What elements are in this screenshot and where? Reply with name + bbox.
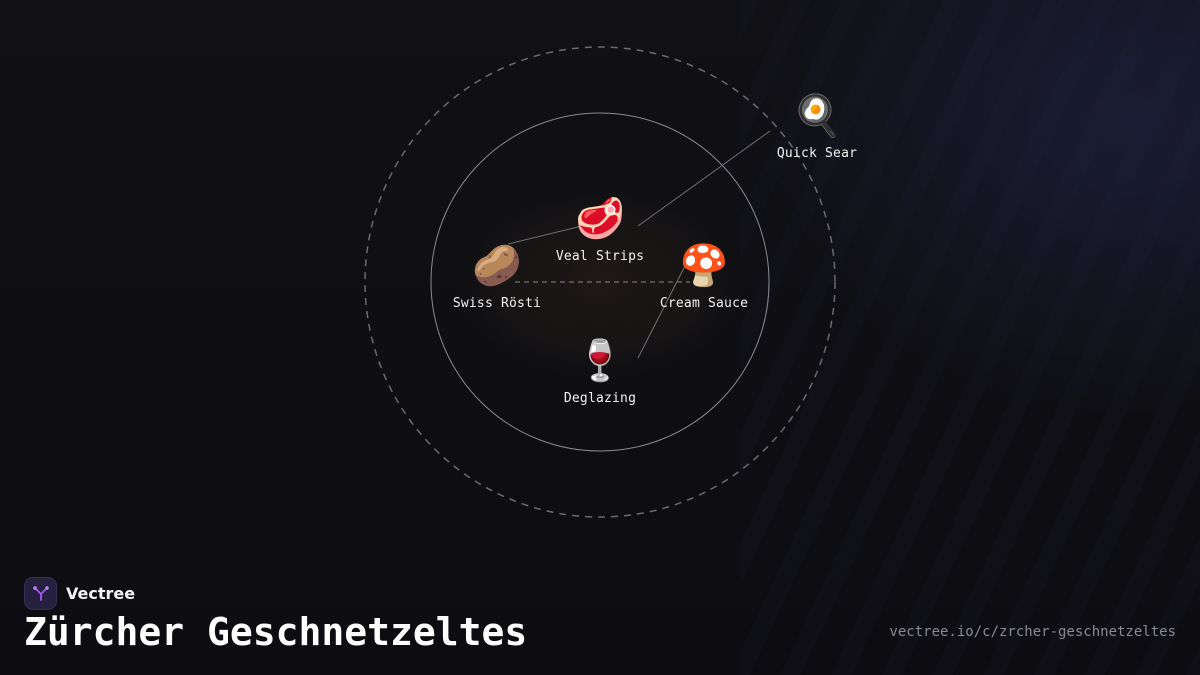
potato-icon: 🥔 [472,243,522,288]
inner-ring [430,112,770,452]
node-veal-strips[interactable]: 🥩 Veal Strips [535,195,665,264]
link-cream-deglazing [637,263,687,359]
mushroom-icon: 🍄 [679,243,729,288]
node-label: Veal Strips [555,249,645,264]
node-cream-sauce[interactable]: 🍄 Cream Sauce [639,242,769,311]
node-quick-sear[interactable]: 🍳 Quick Sear [752,92,882,161]
brand-name: Vectree [66,584,136,603]
frying-pan-icon: 🍳 [792,93,842,138]
branching-tree-icon [24,577,57,610]
link-veal-quicksear [637,130,771,227]
node-deglazing[interactable]: 🍷 Deglazing [535,337,665,406]
node-swiss-rosti[interactable]: 🥔 Swiss Rösti [432,242,562,311]
node-label: Quick Sear [776,146,858,161]
node-label: Cream Sauce [659,296,749,311]
brand[interactable]: Vectree [24,577,135,610]
share-url[interactable]: vectree.io/c/zrcher-geschnetzeltes [889,624,1176,640]
meat-icon: 🥩 [575,196,625,241]
node-label: Swiss Rösti [452,296,542,311]
node-label: Deglazing [563,391,637,406]
page-title: Zürcher Geschnetzeltes [24,610,528,654]
link-veal-rosti [507,223,591,245]
wine-glass-icon: 🍷 [575,338,625,383]
outer-ring [364,46,836,518]
